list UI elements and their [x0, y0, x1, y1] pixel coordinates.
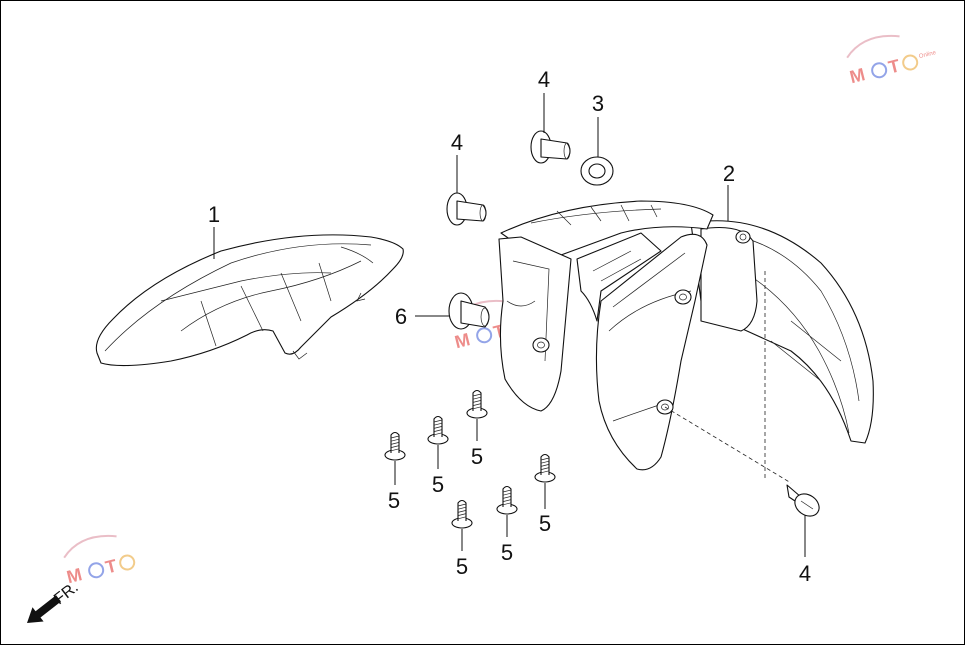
screw-4	[451, 499, 473, 551]
callout-5-d: 5	[456, 554, 468, 579]
callout-5-a: 5	[388, 488, 400, 513]
svg-text:Online: Online	[918, 50, 937, 60]
callout-5-b: 5	[432, 472, 444, 497]
callout-5-e: 5	[501, 540, 513, 565]
arrow-icon	[27, 595, 61, 623]
watermark-bottom-left: M T	[63, 534, 136, 587]
callout-1: 1	[208, 202, 220, 227]
svg-text:T: T	[103, 555, 119, 577]
svg-text:M: M	[848, 64, 867, 87]
front-direction-indicator: FR.	[27, 579, 82, 623]
callout-4-left: 4	[451, 130, 463, 155]
watermark-top-right: M T Online	[846, 34, 937, 87]
callout-4-bottom: 4	[799, 561, 811, 586]
bolt-top	[530, 130, 571, 164]
screw-5	[496, 485, 518, 537]
svg-text:T: T	[886, 55, 902, 77]
screw-6	[534, 453, 556, 509]
svg-text:M: M	[65, 564, 84, 587]
callout-5-c: 5	[471, 444, 483, 469]
screw-1	[384, 431, 406, 485]
callout-3: 3	[592, 91, 604, 116]
collar	[580, 156, 614, 186]
callout-5-f: 5	[539, 511, 551, 536]
screw-2	[427, 415, 449, 469]
inner-fender	[498, 200, 874, 484]
bolt-6	[448, 292, 490, 330]
bolt-left	[446, 192, 487, 226]
callout-2: 2	[723, 161, 735, 186]
callout-4-top: 4	[538, 67, 550, 92]
screw-group	[384, 389, 556, 551]
front-fender	[95, 234, 404, 367]
bolt-bottom-right	[786, 484, 820, 517]
screw-3	[466, 389, 488, 441]
callout-6: 6	[395, 304, 407, 329]
svg-text:M: M	[453, 329, 472, 352]
